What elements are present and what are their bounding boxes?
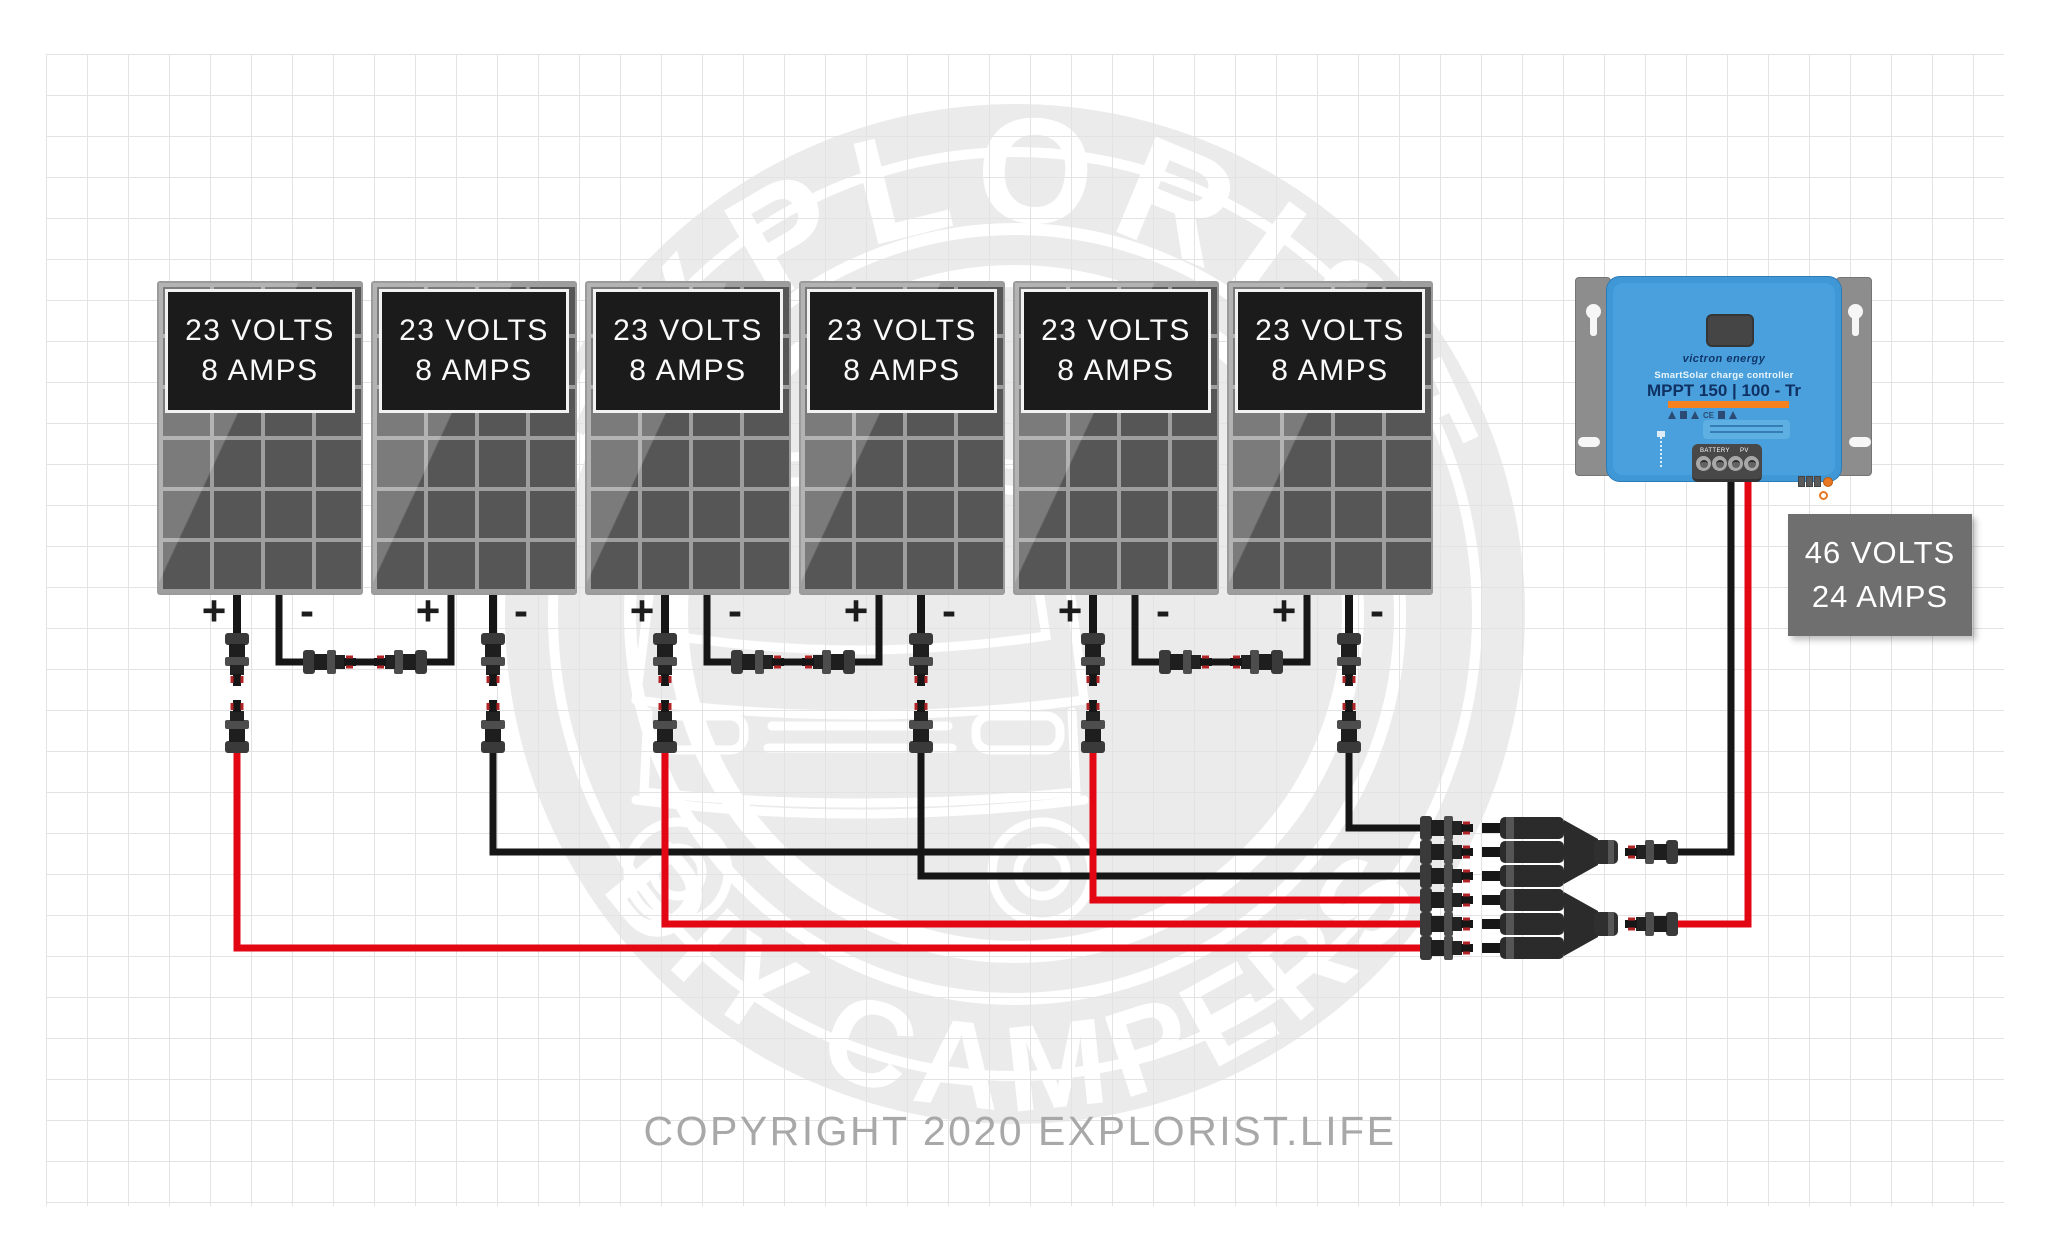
terminal-block: BATTERY PV [1692,444,1762,482]
wire-positive-to-controller [1676,470,1752,928]
mppt-charge-controller: victron energy SmartSolar charge control… [1575,272,1875,502]
wire-series-link-1 [275,588,455,666]
wire-negative-to-controller [1676,470,1735,856]
solar-panel-4: 23 VOLTS 8 AMPS [799,281,1005,595]
wire-panel4-negative [917,751,1424,880]
panel3-minus-label: - [728,587,742,634]
remote-connector [1798,476,1833,487]
terminal-screw [1696,456,1711,471]
panel6-minus-label: - [1370,587,1384,634]
panel-rating-label: 23 VOLTS 8 AMPS [379,289,569,413]
controller-display [1706,314,1754,347]
panel-volts: 23 VOLTS [613,314,763,347]
panel-volts: 23 VOLTS [185,314,335,347]
panel-volts: 23 VOLTS [399,314,549,347]
keyhole-icon [1848,304,1863,319]
bin-icon [1680,411,1687,419]
wire-panel3-positive [661,751,1424,928]
keyhole-icon [1849,437,1871,447]
copyright-text: COPYRIGHT 2020 EXPLORIST.LIFE [643,1108,1397,1154]
keyhole-icon [1578,437,1600,447]
panel-amps: 8 AMPS [1057,354,1175,387]
keyhole-icon [1852,314,1859,336]
panel-volts: 23 VOLTS [1255,314,1405,347]
panel-amps: 8 AMPS [415,354,533,387]
controller-product-line: SmartSolar charge controller [1654,370,1794,381]
mc4-connectors-branch-inputs [1420,816,1473,960]
output-amps: 24 AMPS [1811,579,1949,614]
mount-bracket-left [1575,277,1611,476]
warning-icon [1729,411,1738,419]
screw-icon [1823,476,1833,487]
array-output-label: 46 VOLTS 24 AMPS [1788,514,1972,636]
wire-panel6-negative [1345,751,1424,832]
terminal-screw [1744,456,1759,471]
panel4-minus-label: - [942,587,956,634]
screw-icon [1819,491,1828,500]
wire-panel1-positive [233,751,1424,952]
ce-mark: CE [1703,410,1715,420]
wire-series-link-3 [1131,588,1311,666]
controller-body: victron energy SmartSolar charge control… [1606,276,1842,500]
branch-connector-positive [1482,889,1618,959]
wire-panel2-negative [489,751,1424,856]
panel-rating-label: 23 VOLTS 8 AMPS [593,289,783,413]
panel-amps: 8 AMPS [629,354,747,387]
panel-rating-label: 23 VOLTS 8 AMPS [807,289,997,413]
spec-sticker [1703,420,1790,439]
branch-connector-negative [1482,817,1618,887]
keyhole-icon [1586,304,1601,319]
solar-panel-1: 23 VOLTS 8 AMPS [157,281,363,595]
mount-bracket-right [1836,277,1872,476]
panel-rating-label: 23 VOLTS 8 AMPS [1235,289,1425,413]
output-connector-negative [1625,840,1678,864]
certification-icons: CE [1668,410,1738,420]
panel2-minus-label: - [514,587,528,634]
negative-wires [233,470,1735,880]
terminal-screw [1712,456,1727,471]
wire-series-link-2 [703,588,883,666]
output-volts: 46 VOLTS [1804,535,1956,570]
panel-volts: 23 VOLTS [1041,314,1191,347]
solar-panel-2: 23 VOLTS 8 AMPS [371,281,577,595]
cert-icon [1718,411,1726,419]
warning-icon [1691,411,1699,419]
panel-rating-label: 23 VOLTS 8 AMPS [165,289,355,413]
solar-panel-3: 23 VOLTS 8 AMPS [585,281,791,595]
positive-wires [233,470,1752,952]
orange-accent-bar [1668,401,1789,408]
panel5-minus-label: - [1156,587,1170,634]
keyhole-icon [1590,314,1597,336]
battery-terminal-label: BATTERY [1700,448,1730,454]
panel-volts: 23 VOLTS [827,314,977,347]
panel1-minus-label: - [300,587,314,634]
victron-brand: victron energy [1682,353,1766,365]
wire-panel5-positive [1089,751,1424,904]
panel-amps: 8 AMPS [1271,354,1389,387]
warning-icon [1668,411,1676,419]
controller-model: MPPT 150 | 100 - Tr [1646,381,1802,400]
ve-direct-port-icon [1657,431,1676,467]
solar-panel-5: 23 VOLTS 8 AMPS [1013,281,1219,595]
panel-rating-label: 23 VOLTS 8 AMPS [1021,289,1211,413]
panel-amps: 8 AMPS [201,354,319,387]
output-connector-positive [1625,912,1678,936]
solar-panel-6: 23 VOLTS 8 AMPS [1227,281,1433,595]
terminal-screw [1728,456,1743,471]
panel-amps: 8 AMPS [843,354,961,387]
pv-terminal-label: PV [1740,448,1749,454]
